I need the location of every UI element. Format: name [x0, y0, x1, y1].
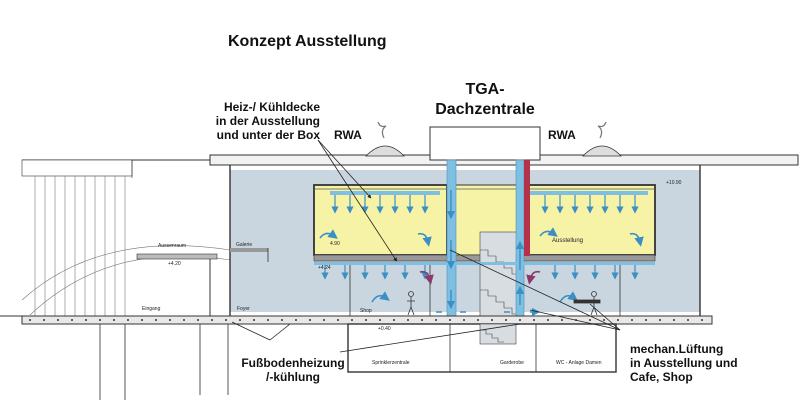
- rwa-vent-left: [365, 121, 405, 157]
- mechan-label-line1: mechan.Lüftung: [630, 342, 724, 356]
- ceiling-duct-right: [530, 191, 648, 195]
- basement-stair: [479, 323, 517, 345]
- foundation-piles: [99, 324, 229, 400]
- rwa-vent-right: [582, 121, 622, 157]
- mechan-lueftung-label: mechan.Lüftung in Ausstellung und Cafe, …: [630, 342, 770, 384]
- heiz-label-line1: Heiz-/ Kühldecke: [223, 100, 320, 114]
- room-label-eingang: Eingang: [142, 306, 161, 312]
- columns: [349, 265, 621, 316]
- mechan-label-line2: in Ausstellung und: [630, 356, 738, 370]
- people-figures: [407, 291, 601, 316]
- room-label-wc: WC - Anlage Damen: [556, 360, 602, 366]
- room-label-foyer: Foyer: [237, 306, 250, 312]
- room-label-garderobe: Garderobe: [500, 360, 524, 366]
- under-box-duct: [314, 262, 655, 265]
- fussbodenheizung-label: Fußbodenheizung /-kühlung: [238, 356, 348, 384]
- tga-rooftop-plant: [429, 126, 541, 161]
- room-label-aussenraum: Aussenraum: [158, 243, 187, 249]
- stair-core: [479, 231, 521, 317]
- room-label-ausstellung: Ausstellung: [552, 238, 584, 244]
- heiz-kuehldecke-label: Heiz-/ Kühldecke in der Ausstellung und …: [200, 100, 320, 142]
- tga-label-line1: TGA-: [465, 81, 505, 98]
- airflow-arrows-boxes: [331, 195, 639, 214]
- room-label-sprinklerzentrale: Sprinklerzentrale: [372, 360, 410, 366]
- level-marker-1090: +10.90: [666, 180, 682, 186]
- exhaust-duct: [524, 160, 530, 256]
- rwa-label-left: RWA: [334, 128, 362, 142]
- duct-flow-arrows: [446, 190, 525, 310]
- leader-lines: [231, 139, 621, 353]
- level-marker-040: +0.40: [378, 326, 391, 332]
- level-marker-424: +4.24: [318, 265, 331, 271]
- room-label-shop: Shop: [360, 308, 372, 314]
- heiz-label-line3: und unter der Box: [216, 128, 320, 142]
- fussboden-label-line2: /-kühlung: [266, 370, 320, 384]
- galerie-ledge: [230, 248, 268, 252]
- outdoor-canopy: [21, 159, 231, 318]
- rwa-label-right: RWA: [548, 128, 576, 142]
- tga-label: TGA- Dachzentrale: [415, 80, 555, 120]
- level-marker-490: 4.90: [330, 241, 340, 247]
- mechan-label-line3: Cafe, Shop: [630, 370, 693, 384]
- airflow-arrows-below: [321, 265, 639, 280]
- diagram-title: Konzept Ausstellung: [228, 33, 387, 50]
- heiz-label-line2: in der Ausstellung: [215, 114, 320, 128]
- room-label-galerie: Galerie: [236, 242, 253, 248]
- ceiling-duct-left: [330, 191, 440, 195]
- tga-label-line2: Dachzentrale: [435, 101, 535, 118]
- fussboden-label-line1: Fußbodenheizung: [241, 356, 345, 370]
- level-marker-420: +4.20: [168, 261, 181, 267]
- floor-heating-dots: [29, 319, 703, 321]
- aussenraum-platform: [136, 253, 218, 260]
- circulation-arrows: [319, 227, 644, 303]
